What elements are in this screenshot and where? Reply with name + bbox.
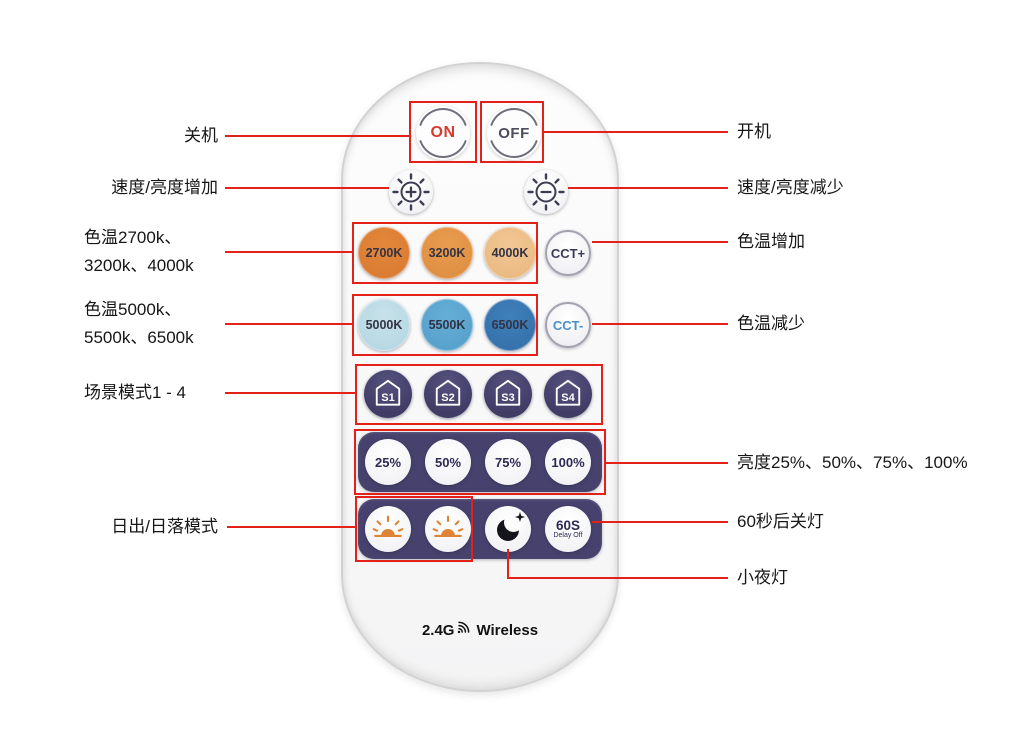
label-sunrise-mode: 日出/日落模式 (111, 517, 218, 536)
cct-minus-label: CCT- (552, 317, 584, 333)
scene-s1-label: S1 (381, 391, 395, 404)
scene-s3-label: S3 (501, 391, 515, 404)
brand-text: 2.4G Wireless (402, 618, 558, 642)
brand-24g: 2.4G (421, 621, 455, 639)
scene-s2-label: S2 (441, 391, 455, 404)
cct-plus-label: CCT+ (550, 245, 586, 261)
cct-minus-button[interactable]: CCT- (545, 302, 591, 348)
annotation-line-cool-cct (225, 323, 352, 325)
brand-wireless: Wireless (476, 621, 539, 639)
temp-5000k-label: 5000K (365, 318, 403, 332)
label-warm-cct-line2: 3200k、4000k (84, 256, 194, 275)
star-icon (515, 512, 525, 522)
brightness-100-label: 100% (551, 454, 585, 470)
sunset-button[interactable] (425, 506, 471, 552)
off-button-ring-icon (490, 108, 538, 158)
scene-s4-label: S4 (561, 391, 575, 404)
delay-off-button[interactable]: 60S Delay Off (545, 506, 591, 552)
label-power-off: 关机 (184, 126, 218, 145)
label-cct-up: 色温增加 (737, 232, 805, 251)
on-button[interactable]: ON (416, 106, 470, 160)
label-power-on: 开机 (737, 122, 771, 141)
label-cool-cct-line2: 5500k、6500k (84, 328, 194, 347)
annotation-line-speed-down (568, 187, 728, 189)
label-warm-cct-line1: 色温2700k、 (84, 228, 182, 247)
house-icon (375, 379, 401, 406)
label-cool-cct-line1: 色温5000k、 (84, 300, 182, 319)
annotation-line-brightness (606, 462, 728, 464)
brightness-up-button[interactable] (389, 170, 433, 214)
annotation-line-scene (225, 392, 355, 394)
label-speed-up: 速度/亮度增加 (111, 178, 218, 197)
label-delay: 60秒后关灯 (737, 512, 824, 531)
highlight-box-sunrise-sunset (355, 496, 473, 562)
temp-3200k-label: 3200K (428, 246, 466, 260)
brightness-100-button[interactable]: 100% (545, 439, 591, 485)
temp-6500k-label: 6500K (491, 318, 529, 332)
on-label: ON (430, 124, 456, 141)
temp-4000k-button[interactable]: 4000K (484, 227, 536, 279)
temp-4000k-label: 4000K (491, 246, 529, 260)
brightness-25-button[interactable]: 25% (365, 439, 411, 485)
temp-2700k-button[interactable]: 2700K (358, 227, 410, 279)
scene-s4-button[interactable]: S4 (544, 370, 592, 418)
house-icon (495, 379, 521, 406)
annotation-line-night-vertical (507, 549, 509, 579)
annotation-line-cct-up (592, 241, 728, 243)
house-icon (435, 379, 461, 406)
sun-minus-icon (527, 173, 565, 211)
temp-3200k-button[interactable]: 3200K (421, 227, 473, 279)
annotation-line-power-on (544, 131, 728, 133)
label-scene: 场景模式1 - 4 (84, 383, 187, 402)
highlight-box-warm-cct (352, 222, 538, 284)
annotation-line-warm-cct (225, 251, 352, 253)
brightness-50-button[interactable]: 50% (425, 439, 471, 485)
temp-2700k-label: 2700K (365, 246, 403, 260)
temp-5000k-button[interactable]: 5000K (358, 299, 410, 351)
highlight-box-cool-cct (352, 294, 538, 356)
label-night: 小夜灯 (737, 568, 788, 587)
brightness-75-button[interactable]: 75% (485, 439, 531, 485)
label-cct-down: 色温减少 (737, 314, 805, 333)
on-button-ring-icon (419, 108, 467, 158)
sun-plus-icon (392, 173, 430, 211)
label-speed-down: 速度/亮度减少 (737, 178, 844, 197)
annotation-line-sunrise (227, 526, 355, 528)
scene-s3-button[interactable]: S3 (484, 370, 532, 418)
highlight-box-scenes (355, 364, 603, 425)
annotation-line-night (507, 577, 728, 579)
delay-off-label: 60S (555, 517, 581, 533)
wireless-signal-icon (458, 621, 470, 633)
temp-5500k-button[interactable]: 5500K (421, 299, 473, 351)
highlight-box-off (480, 101, 544, 163)
label-warm-cct: 色温2700k、 3200k、4000k (84, 224, 194, 280)
annotation-line-delay (592, 521, 728, 523)
annotation-line-cct-down (592, 323, 728, 325)
label-cool-cct: 色温5000k、 5500k、6500k (84, 296, 194, 352)
scene-s2-button[interactable]: S2 (424, 370, 472, 418)
annotation-line-power-off (225, 135, 409, 137)
annotation-line-speed-up (225, 187, 389, 189)
house-icon (555, 379, 581, 406)
brightness-50-label: 50% (434, 454, 462, 470)
sunrise-icon (372, 515, 404, 537)
night-light-button[interactable] (485, 506, 531, 552)
delay-off-sublabel: Delay Off (553, 531, 583, 539)
label-brightness: 亮度25%、50%、75%、100% (737, 453, 968, 472)
scene-s1-button[interactable]: S1 (364, 370, 412, 418)
highlight-box-brightness (354, 429, 606, 495)
cct-plus-button[interactable]: CCT+ (545, 230, 591, 276)
off-label: OFF (498, 124, 530, 142)
off-button[interactable]: OFF (487, 106, 541, 160)
temp-5500k-label: 5500K (428, 318, 466, 332)
highlight-box-on (409, 101, 477, 163)
brightness-down-button[interactable] (524, 170, 568, 214)
sunrise-button[interactable] (365, 506, 411, 552)
brightness-25-label: 25% (374, 454, 402, 470)
temp-6500k-button[interactable]: 6500K (484, 299, 536, 351)
sunset-icon (432, 515, 464, 537)
brightness-75-label: 75% (494, 454, 522, 470)
